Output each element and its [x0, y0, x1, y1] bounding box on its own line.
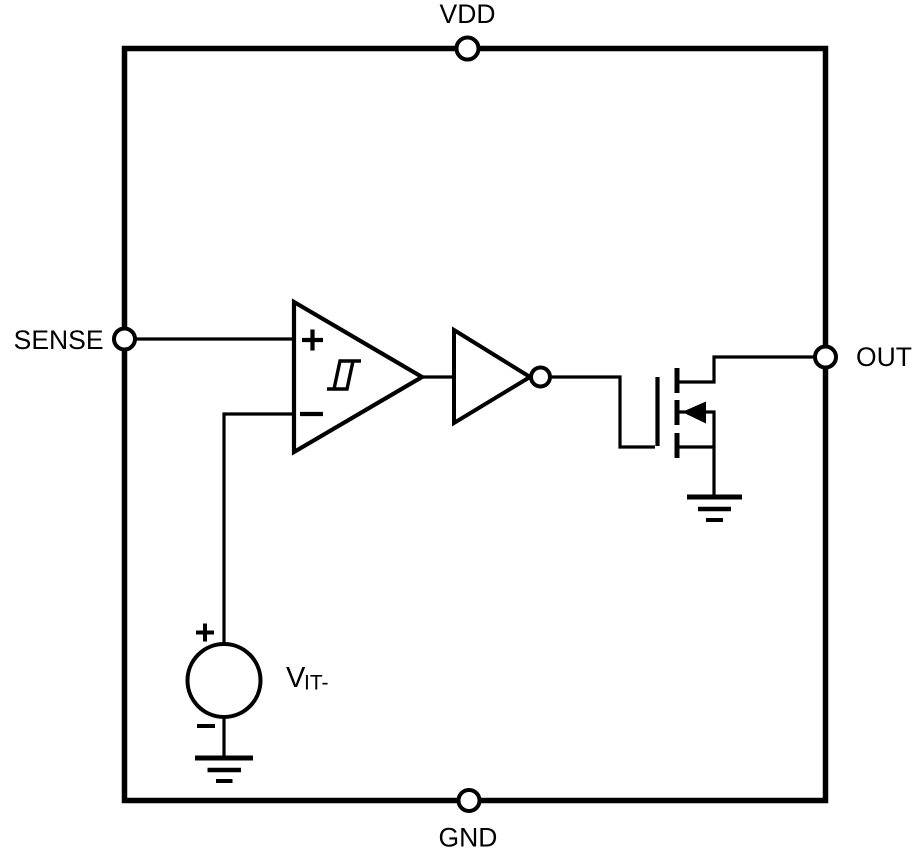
pin-terminals: [112, 35, 838, 813]
inverter: [452, 326, 552, 427]
sense-pin-terminal: [112, 326, 137, 352]
hysteresis-icon: [327, 359, 361, 391]
vsource-ground-icon: [195, 755, 253, 783]
output-mosfet: [655, 368, 742, 522]
mosfet-ground-icon: [687, 494, 742, 522]
comparator: [291, 298, 427, 456]
gnd-pin-terminal: [456, 788, 482, 813]
wire-vsource-to-comparator-minus: [222, 412, 292, 645]
comparator-triangle: [291, 298, 427, 456]
mosfet-body-arrow-icon: [682, 401, 706, 424]
vsource-label-subscript: IT-: [304, 672, 329, 695]
plus-icon: [302, 329, 323, 351]
vdd-label: VDD: [440, 0, 496, 29]
voltage-source-circle: [185, 642, 263, 719]
vsource-label: V: [286, 662, 306, 694]
pin-labels: VDD SENSE OUT GND: [14, 0, 912, 853]
inverter-bubble-icon: [529, 365, 552, 389]
vdd-pin-terminal: [454, 35, 481, 62]
out-pin-terminal: [813, 344, 838, 370]
plus-icon: [196, 623, 214, 642]
wire-inverter-to-mosfet-gate: [550, 375, 655, 449]
wire-mosfet-body-source-to-ground: [678, 410, 716, 497]
sense-label: SENSE: [14, 325, 104, 355]
gnd-label: GND: [439, 823, 498, 853]
wires: [124, 337, 826, 758]
wire-mosfet-drain-to-out: [678, 355, 826, 384]
inverter-triangle: [452, 326, 534, 427]
reference-voltage-source: V IT-: [185, 623, 329, 783]
out-label: OUT: [856, 342, 912, 372]
